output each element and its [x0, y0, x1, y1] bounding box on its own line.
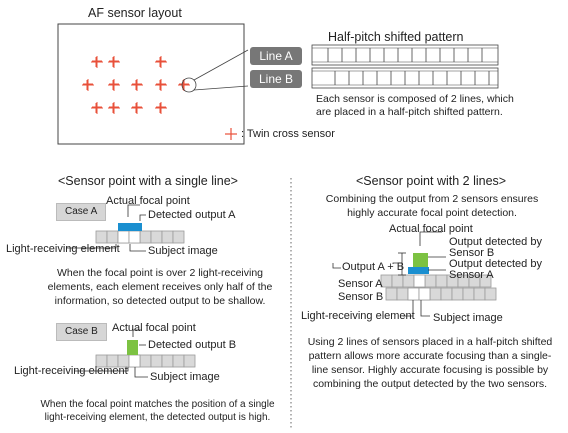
two-lines-heading: <Sensor point with 2 lines>: [356, 174, 507, 188]
two-lines-desc-line: pattern allows more accurate focusing th…: [308, 350, 552, 362]
output-a-label-line2: Sensor A: [449, 269, 494, 281]
intro-line: highly accurate focal point detection.: [347, 207, 517, 219]
sensor-a-label: Sensor A: [338, 278, 383, 290]
light-receiving-cell: [161, 354, 174, 368]
pattern-title: Half-pitch shifted pattern: [328, 30, 464, 44]
sensor-a-cell: [402, 274, 415, 288]
sensor-a-cell: [435, 274, 448, 288]
case-a-diagram: [66, 204, 185, 252]
sensor-b-cell: [440, 287, 453, 301]
af-point-icon: [82, 79, 94, 91]
two-lines-description: Using 2 lines of sensors placed in a hal…: [301, 335, 559, 391]
af-point-icon: [131, 102, 143, 114]
light-receiving-cell: [150, 354, 163, 368]
intro-line: Combining the output from 2 sensors ensu…: [325, 193, 539, 205]
light-receiving-cell: [161, 230, 174, 244]
light-receiving-cell: [106, 230, 119, 244]
case-b-subject-label: Subject image: [150, 371, 220, 383]
two-lines-intro: Combining the output from 2 sensors ensu…: [312, 192, 552, 220]
case-b-badge: Case B: [56, 323, 107, 341]
case-b-detected-label: Detected output B: [148, 339, 237, 351]
case-a-desc-line: elements, each element receives only hal…: [47, 281, 273, 293]
af-point-icon: [155, 56, 167, 68]
two-lines-subject-label: Subject image: [433, 312, 503, 324]
case-a-output-bar: [118, 223, 142, 231]
sensor-b-cell: [385, 287, 398, 301]
case-b-output-bar: [127, 340, 138, 355]
line-b-label: Line B: [250, 70, 302, 88]
light-receiving-cell: [172, 354, 185, 368]
sensor-b-label: Sensor B: [338, 291, 384, 303]
case-a-light-element-label: Light-receiving element: [6, 243, 120, 255]
af-point-icon: [108, 56, 120, 68]
af-layout-title: AF sensor layout: [88, 6, 182, 20]
two-lines-actual-focal-label: Actual focal point: [389, 223, 473, 235]
sensor-b-cell: [484, 287, 497, 301]
case-b-light-element-label: Light-receiving element: [14, 365, 128, 377]
sensor-b-cell: [429, 287, 442, 301]
output-a-bar: [408, 267, 429, 274]
case-a-actual-focal-label: Actual focal point: [106, 195, 190, 207]
lit-cell: [128, 354, 141, 368]
sensor-b-lit-cell: [407, 287, 420, 301]
twin-cross-legend-icon: [223, 126, 239, 142]
case-a-description: When the focal point is over 2 light-rec…: [45, 266, 275, 308]
output-b-bar: [413, 253, 428, 267]
case-b-diagram: [74, 329, 196, 378]
af-point-icon: [108, 102, 120, 114]
case-b-description: When the focal point matches the positio…: [35, 398, 280, 424]
sensor-b-lit-cell: [418, 287, 431, 301]
sensor-b-cell: [473, 287, 486, 301]
af-point-icon: [91, 102, 103, 114]
af-point-grid: [82, 56, 190, 114]
magnifier-callout: [181, 49, 249, 93]
sensor-a-lit-cell: [413, 274, 426, 288]
af-point-icon: [108, 79, 120, 91]
half-lit-cell: [117, 230, 130, 244]
sensor-b-cell: [451, 287, 464, 301]
output-b-label-line2: Sensor B: [449, 247, 495, 259]
pattern-line-a: [311, 44, 499, 66]
two-lines-desc-line: combining the output detected by the two…: [312, 378, 548, 390]
half-lit-cell: [128, 230, 141, 244]
light-receiving-cell: [95, 230, 108, 244]
single-line-heading: <Sensor point with a single line>: [58, 174, 238, 188]
two-line-diagram: [332, 231, 497, 317]
case-a-desc-line: When the focal point is over 2 light-rec…: [56, 267, 264, 279]
light-receiving-cell: [139, 230, 152, 244]
case-b-desc-line: When the focal point matches the positio…: [40, 399, 275, 410]
sensor-b-cell: [396, 287, 409, 301]
pattern-desc-line1: Each sensor is composed of 2 lines, whic…: [316, 93, 514, 105]
sensor-a-cell: [391, 274, 404, 288]
line-a-label: Line A: [250, 47, 302, 65]
output-a-label-line1: Output detected by: [449, 258, 542, 270]
case-a-subject-label: Subject image: [148, 245, 218, 257]
output-b-label-line1: Output detected by: [449, 236, 542, 248]
two-lines-desc-line: line sensor. Highly accurate focusing is…: [311, 364, 549, 376]
af-point-icon: [91, 56, 103, 68]
two-lines-desc-line: Using 2 lines of sensors placed in a hal…: [307, 336, 553, 348]
af-point-icon: [155, 102, 167, 114]
case-b-actual-focal-label: Actual focal point: [112, 322, 196, 334]
light-receiving-cell: [183, 354, 196, 368]
light-receiving-cell: [150, 230, 163, 244]
case-a-desc-line: information, so detected output to be sh…: [54, 295, 266, 307]
af-point-icon: [155, 79, 167, 91]
sensor-a-cell: [424, 274, 437, 288]
light-receiving-cell: [139, 354, 152, 368]
sensor-b-cell: [462, 287, 475, 301]
case-a-badge: Case A: [56, 203, 107, 221]
output-sum-label: Output A + B: [342, 261, 405, 273]
sensor-a-cell: [479, 274, 492, 288]
case-a-detected-label: Detected output A: [148, 209, 236, 221]
case-b-desc-line: light-receiving element, the detected ou…: [44, 412, 271, 423]
pattern-desc-line2: are placed in a half-pitch shifted patte…: [316, 106, 503, 118]
af-point-icon: [131, 79, 143, 91]
two-lines-light-element-label: Light-receiving element: [301, 310, 415, 322]
twin-cross-legend-text: : Twin cross sensor: [241, 128, 335, 140]
light-receiving-cell: [172, 230, 185, 244]
